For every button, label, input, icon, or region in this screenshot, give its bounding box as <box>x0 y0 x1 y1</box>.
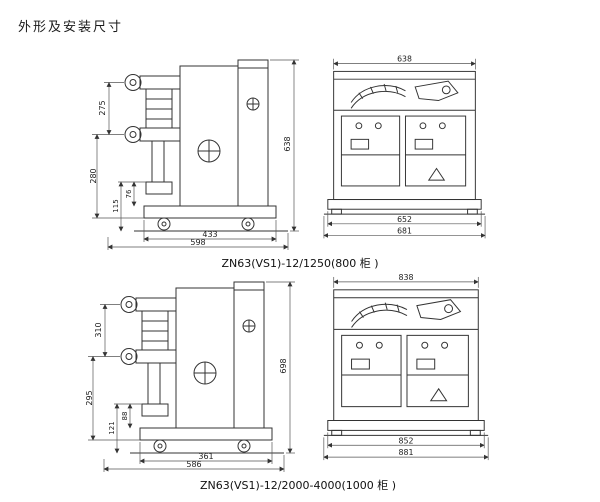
interlock-lever <box>416 299 462 321</box>
dim-label-w1: 433 <box>202 230 217 239</box>
figure2-front-view: 838 852 881 <box>323 273 489 461</box>
figure2-caption: ZN63(VS1)-12/2000-4000(1000 柜 ) <box>199 479 397 492</box>
front-base <box>323 199 486 215</box>
dim-label-w1: 652 <box>397 215 412 224</box>
figure1-caption: ZN63(VS1)-12/1250(800 柜 ) <box>221 257 379 270</box>
insulator-column <box>145 88 173 129</box>
flexible-conduit <box>351 302 408 328</box>
dim-label-v1: 310 <box>94 322 103 337</box>
front-panels <box>341 334 469 408</box>
dim-label-w2: 586 <box>186 460 201 469</box>
side-dimension-labels: 310 295 88 121 361 586 698 <box>85 322 288 469</box>
front-base <box>323 420 489 436</box>
front-dimension-labels: 638 652 681 <box>397 55 412 236</box>
upper-bushing <box>120 296 177 313</box>
dim-label-s2: 115 <box>112 199 120 212</box>
warning-triangle-icon <box>429 387 448 402</box>
front-panels <box>340 115 467 187</box>
upper-bushing <box>124 74 181 91</box>
front-dimension-lines <box>323 276 489 461</box>
dim-label-h: 698 <box>279 358 288 373</box>
lower-bushing <box>120 348 177 365</box>
breaker-side-drawing <box>124 59 288 232</box>
breaker-side-drawing <box>120 281 284 454</box>
breaker-front-drawing <box>323 289 489 436</box>
interlock-lever <box>414 80 459 102</box>
dim-label-s2: 121 <box>108 421 116 434</box>
dim-label-v2: 295 <box>85 390 94 405</box>
dim-label-h: 638 <box>283 136 292 151</box>
side-dimension-labels: 275 280 76 115 433 598 638 <box>89 100 292 247</box>
dim-label-w1: 361 <box>198 452 213 461</box>
figure1-side-view: 275 280 76 115 433 598 638 <box>89 59 299 250</box>
insulator-column <box>141 310 169 351</box>
flexible-conduit <box>350 83 406 109</box>
mechanism-crosshair <box>193 319 256 385</box>
dim-label-top: 838 <box>398 273 413 282</box>
dim-label-top: 638 <box>397 55 412 64</box>
figure2-side-view: 310 295 88 121 361 586 698 <box>85 281 295 472</box>
dim-label-w2: 881 <box>398 448 413 457</box>
linkage <box>141 363 169 417</box>
side-dimension-lines <box>88 281 295 472</box>
dim-label-w2: 681 <box>397 227 412 236</box>
lower-bushing <box>124 126 181 143</box>
page-title: 外形及安装尺寸 <box>18 20 124 35</box>
truck-base <box>134 205 288 232</box>
dim-label-v2: 280 <box>89 168 98 183</box>
dim-label-s1: 88 <box>121 412 129 421</box>
front-dimension-labels: 838 852 881 <box>398 273 413 457</box>
figure1-front-view: 638 652 681 <box>323 55 486 239</box>
dim-label-w2: 598 <box>190 238 205 247</box>
truck-base <box>130 427 284 454</box>
dim-label-s1: 76 <box>125 189 133 198</box>
front-dimension-lines <box>323 58 486 239</box>
linkage <box>145 141 173 195</box>
side-dimension-lines <box>92 59 299 250</box>
mechanism-crosshair <box>197 97 260 163</box>
warning-triangle-icon <box>427 167 446 181</box>
dim-label-w1: 852 <box>398 436 413 445</box>
dim-label-v1: 275 <box>98 100 107 115</box>
breaker-front-drawing <box>323 70 486 215</box>
